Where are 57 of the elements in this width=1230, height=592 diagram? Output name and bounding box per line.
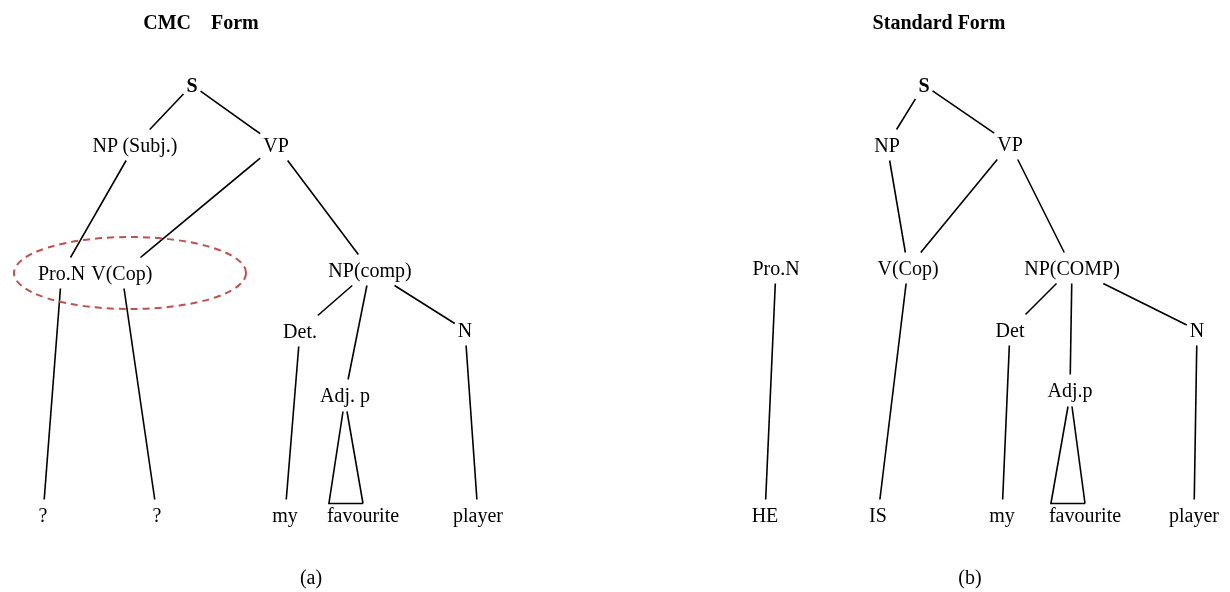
tree-branch-line xyxy=(148,93,185,131)
tree-branch-line xyxy=(347,284,368,381)
tree-node-label: N xyxy=(457,317,473,343)
tree-branch-line xyxy=(1193,344,1198,501)
tree-node-label: player xyxy=(1169,502,1219,528)
tree-heading: CMC Form xyxy=(143,10,259,35)
tree-node-label: NP (Subj.) xyxy=(92,132,178,158)
tree-node-label: NP(comp) xyxy=(328,257,412,283)
tree-branch-line xyxy=(317,284,353,317)
dashed-ellipse xyxy=(12,235,248,311)
tree-node-label: NP(COMP) xyxy=(1024,255,1120,281)
tree-node-label: Pro.N xyxy=(752,255,800,281)
tree-node-label: S xyxy=(186,72,198,98)
tree-branch-line xyxy=(895,98,917,131)
panel-caption: (a) xyxy=(299,565,323,591)
tree-node-label: my xyxy=(989,502,1015,528)
tree-branch-line xyxy=(1069,282,1073,376)
tree-node-label: favourite xyxy=(1048,502,1122,528)
tree-node-label: NP xyxy=(874,132,900,158)
tree-branch-line xyxy=(919,158,999,254)
tree-node-label: V(Cop) xyxy=(877,255,939,281)
tree-branch-line xyxy=(764,282,777,501)
tree-branch-line xyxy=(1016,158,1066,254)
tree-node-label: VP xyxy=(263,132,289,158)
tree-branch-line xyxy=(931,90,995,134)
tree-branch-line xyxy=(888,159,907,254)
tree-node-label: player xyxy=(453,502,503,528)
tree-node-label: Adj.p xyxy=(1047,377,1093,403)
tree-node-label: N xyxy=(1189,317,1205,343)
tree-node-label: IS xyxy=(869,502,887,528)
tree-node-label: Det xyxy=(995,317,1025,343)
tree-node-label: favourite xyxy=(326,502,400,528)
tree-node-label: ? xyxy=(38,502,48,528)
tree-branch-line xyxy=(285,345,300,501)
tree-branch-line xyxy=(69,159,127,259)
tree-branch-line xyxy=(879,282,907,501)
tree-branch-line xyxy=(393,284,456,325)
tree-branch-line xyxy=(465,344,478,501)
tree-node-label: HE xyxy=(751,502,779,528)
tree-node-label: Adj. p xyxy=(320,382,370,408)
tree-branch-line xyxy=(286,159,360,256)
tree-node-label: ? xyxy=(152,502,162,528)
tree-branch-line xyxy=(43,287,62,501)
tree-branch-line xyxy=(1102,282,1188,326)
tree-node-label: my xyxy=(272,502,298,528)
tree-heading: Standard Form xyxy=(872,10,1006,35)
tree-branch-line xyxy=(199,90,261,135)
tree-node-label: Det. xyxy=(283,318,317,344)
tree-node-label: VP xyxy=(997,131,1023,157)
tree-branch-line xyxy=(1001,344,1011,501)
tree-branch-line xyxy=(123,287,156,501)
tree-node-label: V(Cop) xyxy=(91,260,153,286)
tree-branch-line xyxy=(139,157,261,259)
tree-node-label: S xyxy=(918,72,930,98)
tree-branch-line xyxy=(1024,282,1058,316)
tree-node-label: Pro.N xyxy=(38,260,86,286)
panel-caption: (b) xyxy=(958,565,982,590)
